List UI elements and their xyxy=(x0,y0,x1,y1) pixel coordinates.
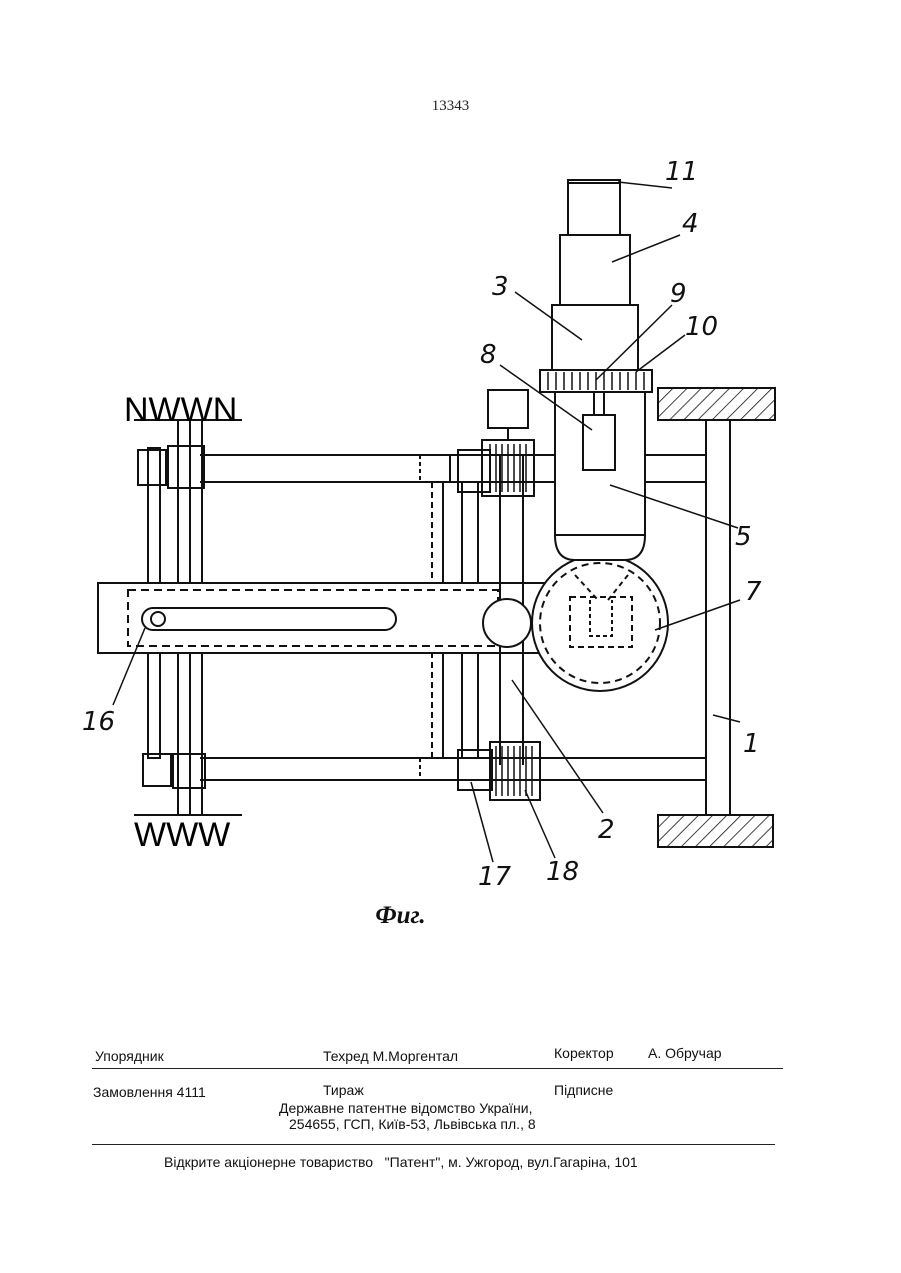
bottom-guide-rails xyxy=(200,758,706,780)
patent-office-line-1: Державне патентне відомство України, xyxy=(279,1100,533,1116)
imprint-rule-bottom xyxy=(92,1144,775,1145)
part-8 xyxy=(583,415,615,470)
callout-10: 10 xyxy=(685,312,718,342)
callout-2: 2 xyxy=(598,815,615,845)
publisher-line: Відкрите акціонерне товариство "Патент",… xyxy=(164,1154,638,1170)
stamp-top: NWWN xyxy=(124,391,237,429)
callout-7: 7 xyxy=(745,577,762,607)
part-3 xyxy=(552,305,638,370)
compiler-label: Упорядник xyxy=(95,1048,164,1064)
callout-labels: 11 4 3 9 10 8 5 7 16 1 2 17 18 xyxy=(82,157,762,892)
callout-11: 11 xyxy=(665,157,698,187)
callout-18: 18 xyxy=(546,857,579,887)
slider-top-right xyxy=(168,446,204,488)
gear-wheel-9-10 xyxy=(540,370,652,392)
techred: Техред М.Моргентал xyxy=(323,1048,458,1064)
frame-member-1 xyxy=(706,420,730,815)
roller xyxy=(483,599,531,647)
patent-office-line-2: 254655, ГСП, Київ-53, Львівська пл., 8 xyxy=(289,1116,536,1132)
callout-4: 4 xyxy=(682,209,699,239)
figure-caption: Фиг. xyxy=(0,902,801,930)
corrector-name: А. Обручар xyxy=(648,1045,722,1061)
part-4 xyxy=(560,235,630,305)
disc-7 xyxy=(532,555,668,691)
callout-16: 16 xyxy=(82,707,115,737)
order-number: Замовлення 4111 xyxy=(93,1084,206,1100)
slider-top-left xyxy=(138,450,166,485)
callout-8: 8 xyxy=(480,340,497,370)
callout-3: 3 xyxy=(492,272,509,302)
subscription: Підписне xyxy=(554,1082,613,1098)
callout-5: 5 xyxy=(735,522,752,552)
top-support xyxy=(658,388,775,420)
circulation: Тираж xyxy=(323,1082,364,1098)
bottom-support xyxy=(658,815,773,847)
imprint-rule-top xyxy=(92,1068,783,1069)
patent-figure-drawing: 11 4 3 9 10 8 5 7 16 1 2 17 18 NWWN WWW xyxy=(0,0,901,900)
stamp-bottom: WWW xyxy=(134,816,230,854)
housing-5 xyxy=(555,390,645,560)
callout-1: 1 xyxy=(743,729,760,759)
part-11 xyxy=(568,180,620,235)
corrector-label: Коректор xyxy=(554,1045,614,1061)
part-17 xyxy=(458,750,492,790)
callout-9: 9 xyxy=(670,279,687,309)
callout-17: 17 xyxy=(478,862,512,892)
